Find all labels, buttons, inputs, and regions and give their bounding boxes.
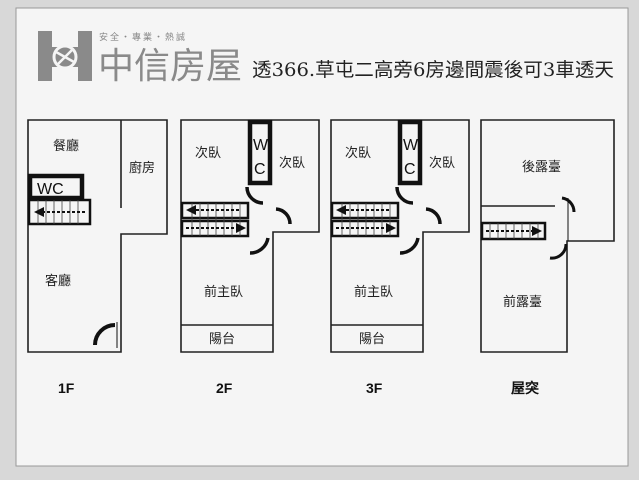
wc-label-c: C: [254, 161, 266, 178]
door-arc: [425, 207, 442, 225]
floor-label-2f: 2F: [216, 380, 233, 396]
staircase: [27, 198, 92, 226]
floor-plan-3f: W C 次臥 次臥 前主臥 陽台 3F: [330, 119, 470, 396]
staircase: [180, 201, 250, 238]
room-living: 客廳: [45, 273, 71, 289]
room-balcony: 陽台: [359, 332, 385, 347]
door-arc: [245, 186, 264, 205]
brand-name: 中信房屋: [98, 46, 242, 87]
arrow-right-icon: [532, 226, 542, 236]
floor-label-3f: 3F: [366, 380, 383, 396]
wc-label-c: C: [404, 161, 416, 178]
room-master-bedroom: 前主臥: [204, 284, 243, 300]
room-balcony: 陽台: [209, 332, 235, 347]
room-bedroom: 次臥: [345, 145, 371, 161]
door-arc: [561, 196, 576, 213]
room-dining: 餐廳: [53, 138, 79, 154]
room-bedroom: 次臥: [429, 155, 455, 171]
wc-label-w: W: [253, 137, 269, 154]
room-front-terrace: 前露臺: [503, 294, 542, 310]
room-kitchen: 廚房: [129, 160, 155, 176]
door-arc: [399, 237, 420, 255]
listing-title: 透366.草屯二高旁6房邊間震後可3車透天: [252, 59, 614, 81]
staircase: [330, 201, 400, 238]
door-arc: [249, 237, 270, 255]
floor-label-roof: 屋突: [511, 380, 539, 396]
floor-plan-roof: 後露臺 前露臺 屋突: [480, 119, 615, 396]
door-arc: [395, 186, 414, 205]
wc-label-w: W: [403, 137, 419, 154]
staircase: [480, 221, 547, 241]
wc-label: WC: [37, 181, 64, 198]
room-rear-terrace: 後露臺: [522, 160, 561, 175]
room-bedroom: 次臥: [195, 145, 221, 161]
floor-plan-1f: WC 餐廳 廚房 客廳 1F: [27, 119, 168, 396]
door-arc: [275, 207, 292, 225]
brand-logo: [38, 31, 92, 81]
paper: [15, 7, 629, 467]
room-bedroom: 次臥: [279, 155, 305, 171]
arrow-icon: [336, 205, 396, 233]
arrow-icon: [186, 205, 246, 233]
door-arc: [93, 323, 116, 346]
floor-label-1f: 1F: [58, 380, 75, 396]
room-master-bedroom: 前主臥: [354, 284, 393, 300]
floor-plan-2f: W C 次臥 次臥 前主臥 陽台 2F: [180, 119, 320, 396]
arrow-left-icon: [34, 207, 44, 217]
door-arc: [549, 243, 568, 260]
brand-slogan: 安全・專業・熱誠: [99, 31, 187, 43]
